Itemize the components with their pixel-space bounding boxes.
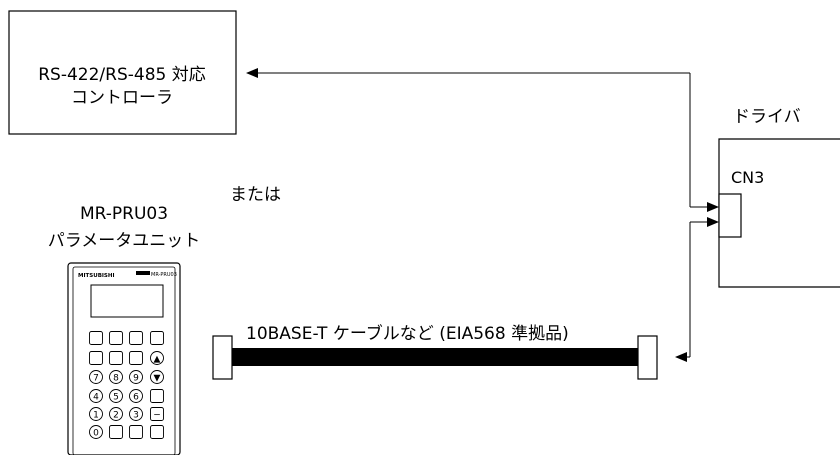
device-key-label: ▼ <box>154 374 161 384</box>
device-key <box>109 370 123 384</box>
cable-right-connector <box>637 335 658 380</box>
device-key-label: 4 <box>93 393 99 403</box>
device-key <box>150 351 164 365</box>
device-key <box>129 331 143 345</box>
device-brand-logo: MITSUBISHI <box>78 273 115 279</box>
device-key-label: 7 <box>93 374 99 384</box>
device-key-label: 2 <box>113 411 119 421</box>
device-key <box>129 389 143 403</box>
device-key <box>89 425 103 439</box>
device-key <box>109 407 123 421</box>
device-key <box>109 389 123 403</box>
device-key-label: 9 <box>133 374 139 384</box>
device-key <box>129 351 143 365</box>
driver-connector-label: CN3 <box>731 168 764 187</box>
controller-to-driver-wire <box>246 68 707 208</box>
device-display <box>90 284 164 318</box>
device-key <box>109 425 123 439</box>
ethernet-cable: 10BASE-T ケーブルなど (EIA568 準拠品) <box>212 323 658 380</box>
parameter-unit-model: MR-PRU03 <box>80 204 168 224</box>
parameter-unit-name: パラメータユニット <box>48 231 201 251</box>
or-label: または <box>230 185 281 205</box>
device-key-label: 0 <box>93 429 99 439</box>
device-key-label: 5 <box>113 393 119 403</box>
parameter-unit-device: MITSUBISHI MR-PRU03 ▲ 7 8 9 ▼ 4 5 6 1 2 3 − 0 <box>67 262 181 455</box>
cable-to-driver-wire <box>675 221 707 362</box>
device-key-label: − <box>153 411 161 421</box>
driver-title: ドライバ <box>733 107 801 127</box>
device-key <box>129 370 143 384</box>
device-model-badge: MR-PRU03 <box>151 272 177 278</box>
arrow-to-cn3-top <box>707 202 719 212</box>
device-key <box>150 370 164 384</box>
device-key <box>89 370 103 384</box>
controller-box: RS-422/RS-485 対応 コントローラ <box>8 10 237 135</box>
device-key-label: 6 <box>133 393 139 403</box>
device-key-label: 1 <box>93 411 99 421</box>
device-key <box>89 389 103 403</box>
controller-label-line1: RS-422/RS-485 対応 <box>38 65 206 85</box>
device-key <box>89 407 103 421</box>
device-key-label: 8 <box>113 374 119 384</box>
cable-left-connector <box>212 335 233 380</box>
device-key-label: 3 <box>133 411 139 421</box>
driver-box: ドライバ CN3 <box>718 107 840 288</box>
device-key <box>89 351 103 365</box>
device-keypad: ▲ 7 8 9 ▼ 4 5 6 1 2 3 − 0 <box>89 331 164 439</box>
device-key <box>89 331 103 345</box>
device-key <box>129 425 143 439</box>
device-key <box>150 425 164 439</box>
controller-label-line2: コントローラ <box>71 88 173 108</box>
cn3-connector <box>718 193 742 238</box>
device-key <box>129 407 143 421</box>
device-key <box>109 351 123 365</box>
device-key-label: ▲ <box>154 355 161 365</box>
device-key <box>150 407 164 421</box>
cable-label: 10BASE-T ケーブルなど (EIA568 準拠品) <box>246 323 569 344</box>
device-key <box>150 331 164 345</box>
device-key <box>109 331 123 345</box>
device-key <box>150 389 164 403</box>
cable-body <box>232 348 638 366</box>
arrow-to-cn3-bottom <box>707 217 719 227</box>
